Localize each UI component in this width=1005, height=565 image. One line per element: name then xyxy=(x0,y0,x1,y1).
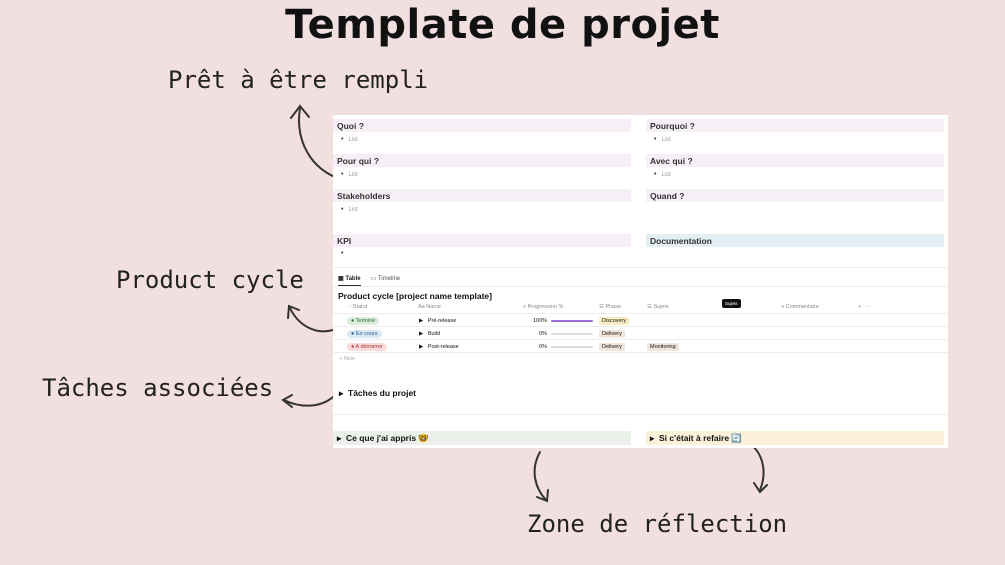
progress-bar xyxy=(551,320,593,322)
progress-value: 0% xyxy=(539,331,547,337)
database-title: Product cycle [project name template] xyxy=(338,291,492,301)
annotation-pret: Prêt à être rempli xyxy=(168,66,429,94)
arrow-zone-right xyxy=(743,440,768,494)
annotation-cycle: Product cycle xyxy=(116,266,304,294)
row-name[interactable]: ▶ Build xyxy=(419,331,441,337)
block-kpi: KPI xyxy=(333,234,631,247)
col-progression[interactable]: ⌕ Progression % xyxy=(523,304,564,310)
status-badge[interactable]: ● En cours xyxy=(347,330,382,338)
status-badge[interactable]: ● A démarrer xyxy=(347,343,387,351)
toggle-appris[interactable]: ▸ Ce que j'ai appris 🤓 xyxy=(333,431,631,445)
list-item[interactable] xyxy=(341,250,348,257)
block-pourquoi: Pourquoi ? xyxy=(646,119,944,132)
status-badge[interactable]: ● Terminé xyxy=(347,317,380,325)
col-sujets[interactable]: ☰ Sujets xyxy=(647,304,669,310)
block-avec-qui: Avec qui ? xyxy=(646,154,944,167)
block-quand: Quand ? xyxy=(646,189,944,202)
phase-tag[interactable]: Discovery xyxy=(599,317,630,325)
list-item[interactable]: List xyxy=(341,136,357,143)
view-tabs: ▦ Table ▭ Timeline xyxy=(338,275,400,286)
progress-bar xyxy=(551,346,593,348)
arrow-cycle xyxy=(287,304,334,333)
tab-table[interactable]: ▦ Table xyxy=(338,275,361,286)
col-name[interactable]: Aa Name xyxy=(418,304,441,310)
list-item[interactable]: List xyxy=(341,171,357,178)
list-item[interactable]: List xyxy=(341,206,357,213)
annotation-taches: Tâches associées xyxy=(42,374,274,402)
col-phase[interactable]: ☰ Phase xyxy=(599,304,622,310)
tooltip: Sujets xyxy=(722,299,741,308)
col-commentaire[interactable]: ≡ Commentaire xyxy=(781,304,819,310)
progress-value: 0% xyxy=(539,344,547,350)
progress-value: 100% xyxy=(533,318,548,324)
block-pour-qui: Pour qui ? xyxy=(333,154,631,167)
row-name[interactable]: ▶ Post-release xyxy=(419,344,459,350)
toggle-refaire[interactable]: ▸ Si c'était à refaire 🔄 xyxy=(646,431,944,445)
arrow-taches xyxy=(281,394,334,408)
block-documentation: Documentation xyxy=(646,234,944,247)
row-name[interactable]: ▶ Pré-release xyxy=(419,318,457,324)
arrow-zone-left xyxy=(533,451,549,503)
list-item[interactable]: List xyxy=(654,171,670,178)
tab-timeline[interactable]: ▭ Timeline xyxy=(370,276,401,282)
list-item[interactable]: List xyxy=(654,136,670,143)
block-quoi: Quoi ? xyxy=(333,119,631,132)
annotation-zone: Zone de réflection xyxy=(527,510,788,538)
phase-tag[interactable]: Delivery xyxy=(599,330,625,338)
new-row-button[interactable]: + New xyxy=(339,356,355,362)
add-column-button[interactable]: + ··· xyxy=(858,304,870,310)
notion-page: Quoi ? List Pourquoi ? List Pour qui ? L… xyxy=(333,115,948,448)
sujets-tag[interactable]: Monitoring xyxy=(647,343,679,351)
page-title: Template de projet xyxy=(285,2,720,48)
progress-bar xyxy=(551,333,593,335)
toggle-taches[interactable]: ▸ Tâches du projet xyxy=(339,388,417,398)
col-statut[interactable]: ◌ Statut xyxy=(348,304,368,310)
block-stakeholders: Stakeholders xyxy=(333,189,631,202)
phase-tag[interactable]: Delivery xyxy=(599,343,625,351)
